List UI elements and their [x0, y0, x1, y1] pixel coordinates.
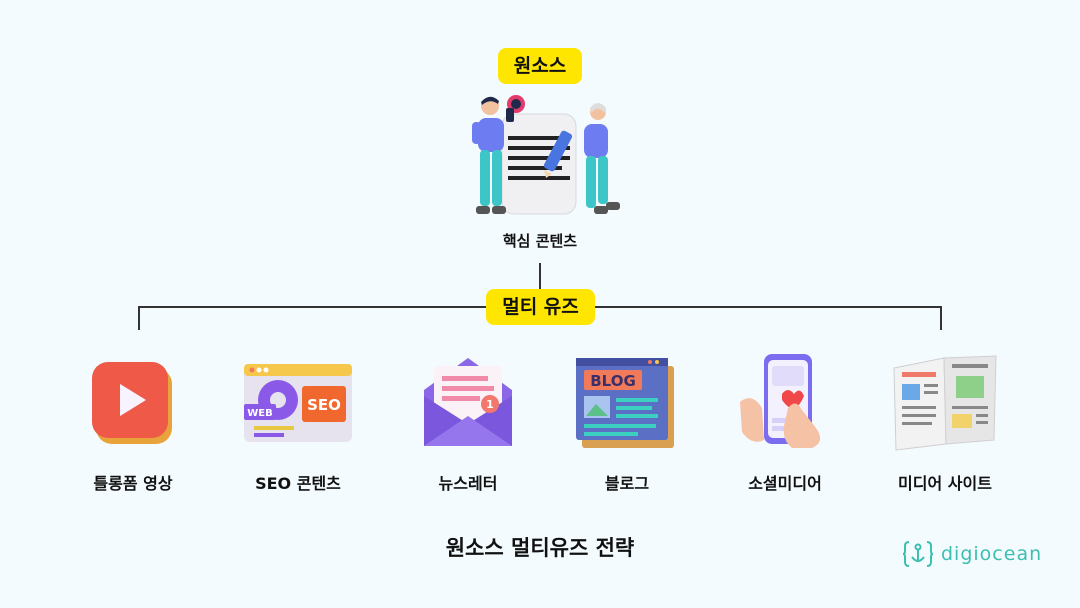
channel-label-media-site: 미디어 사이트 [898, 474, 992, 493]
web-badge: WEB [247, 408, 272, 419]
footer-title: 원소스 멀티유즈 전략 [445, 536, 635, 560]
multi-use-tag: 멀티 유즈 [486, 289, 595, 325]
brand-logo: digiocean [903, 540, 1042, 568]
blog-badge: BLOG [590, 372, 636, 390]
channel-label-longform: 틀롱폼 영상 [93, 474, 173, 493]
core-content-illustration [472, 95, 620, 215]
core-content-caption: 핵심 콘텐츠 [502, 232, 578, 250]
notification-badge: 1 [486, 398, 494, 411]
connector-drop-left [138, 306, 140, 330]
seo-web-icon: WEB SEO [244, 364, 352, 442]
channel-label-seo: SEO 콘텐츠 [255, 474, 341, 493]
connector-drop-right [940, 306, 942, 330]
blog-icon: BLOG [576, 358, 674, 448]
play-icon [92, 362, 172, 444]
brand-name: digiocean [941, 543, 1043, 565]
channel-label-social: 소셜미디어 [748, 474, 822, 493]
envelope-icon: 1 [424, 358, 512, 446]
channel-label-newsletter: 뉴스레터 [438, 474, 498, 493]
anchor-icon [903, 541, 933, 567]
connector-vertical [539, 263, 541, 290]
seo-badge: SEO [307, 396, 341, 414]
smartphone-like-icon [740, 354, 821, 448]
channel-label-blog: 블로그 [604, 474, 650, 493]
newspaper-icon [893, 355, 997, 451]
one-source-tag: 원소스 [498, 48, 582, 84]
